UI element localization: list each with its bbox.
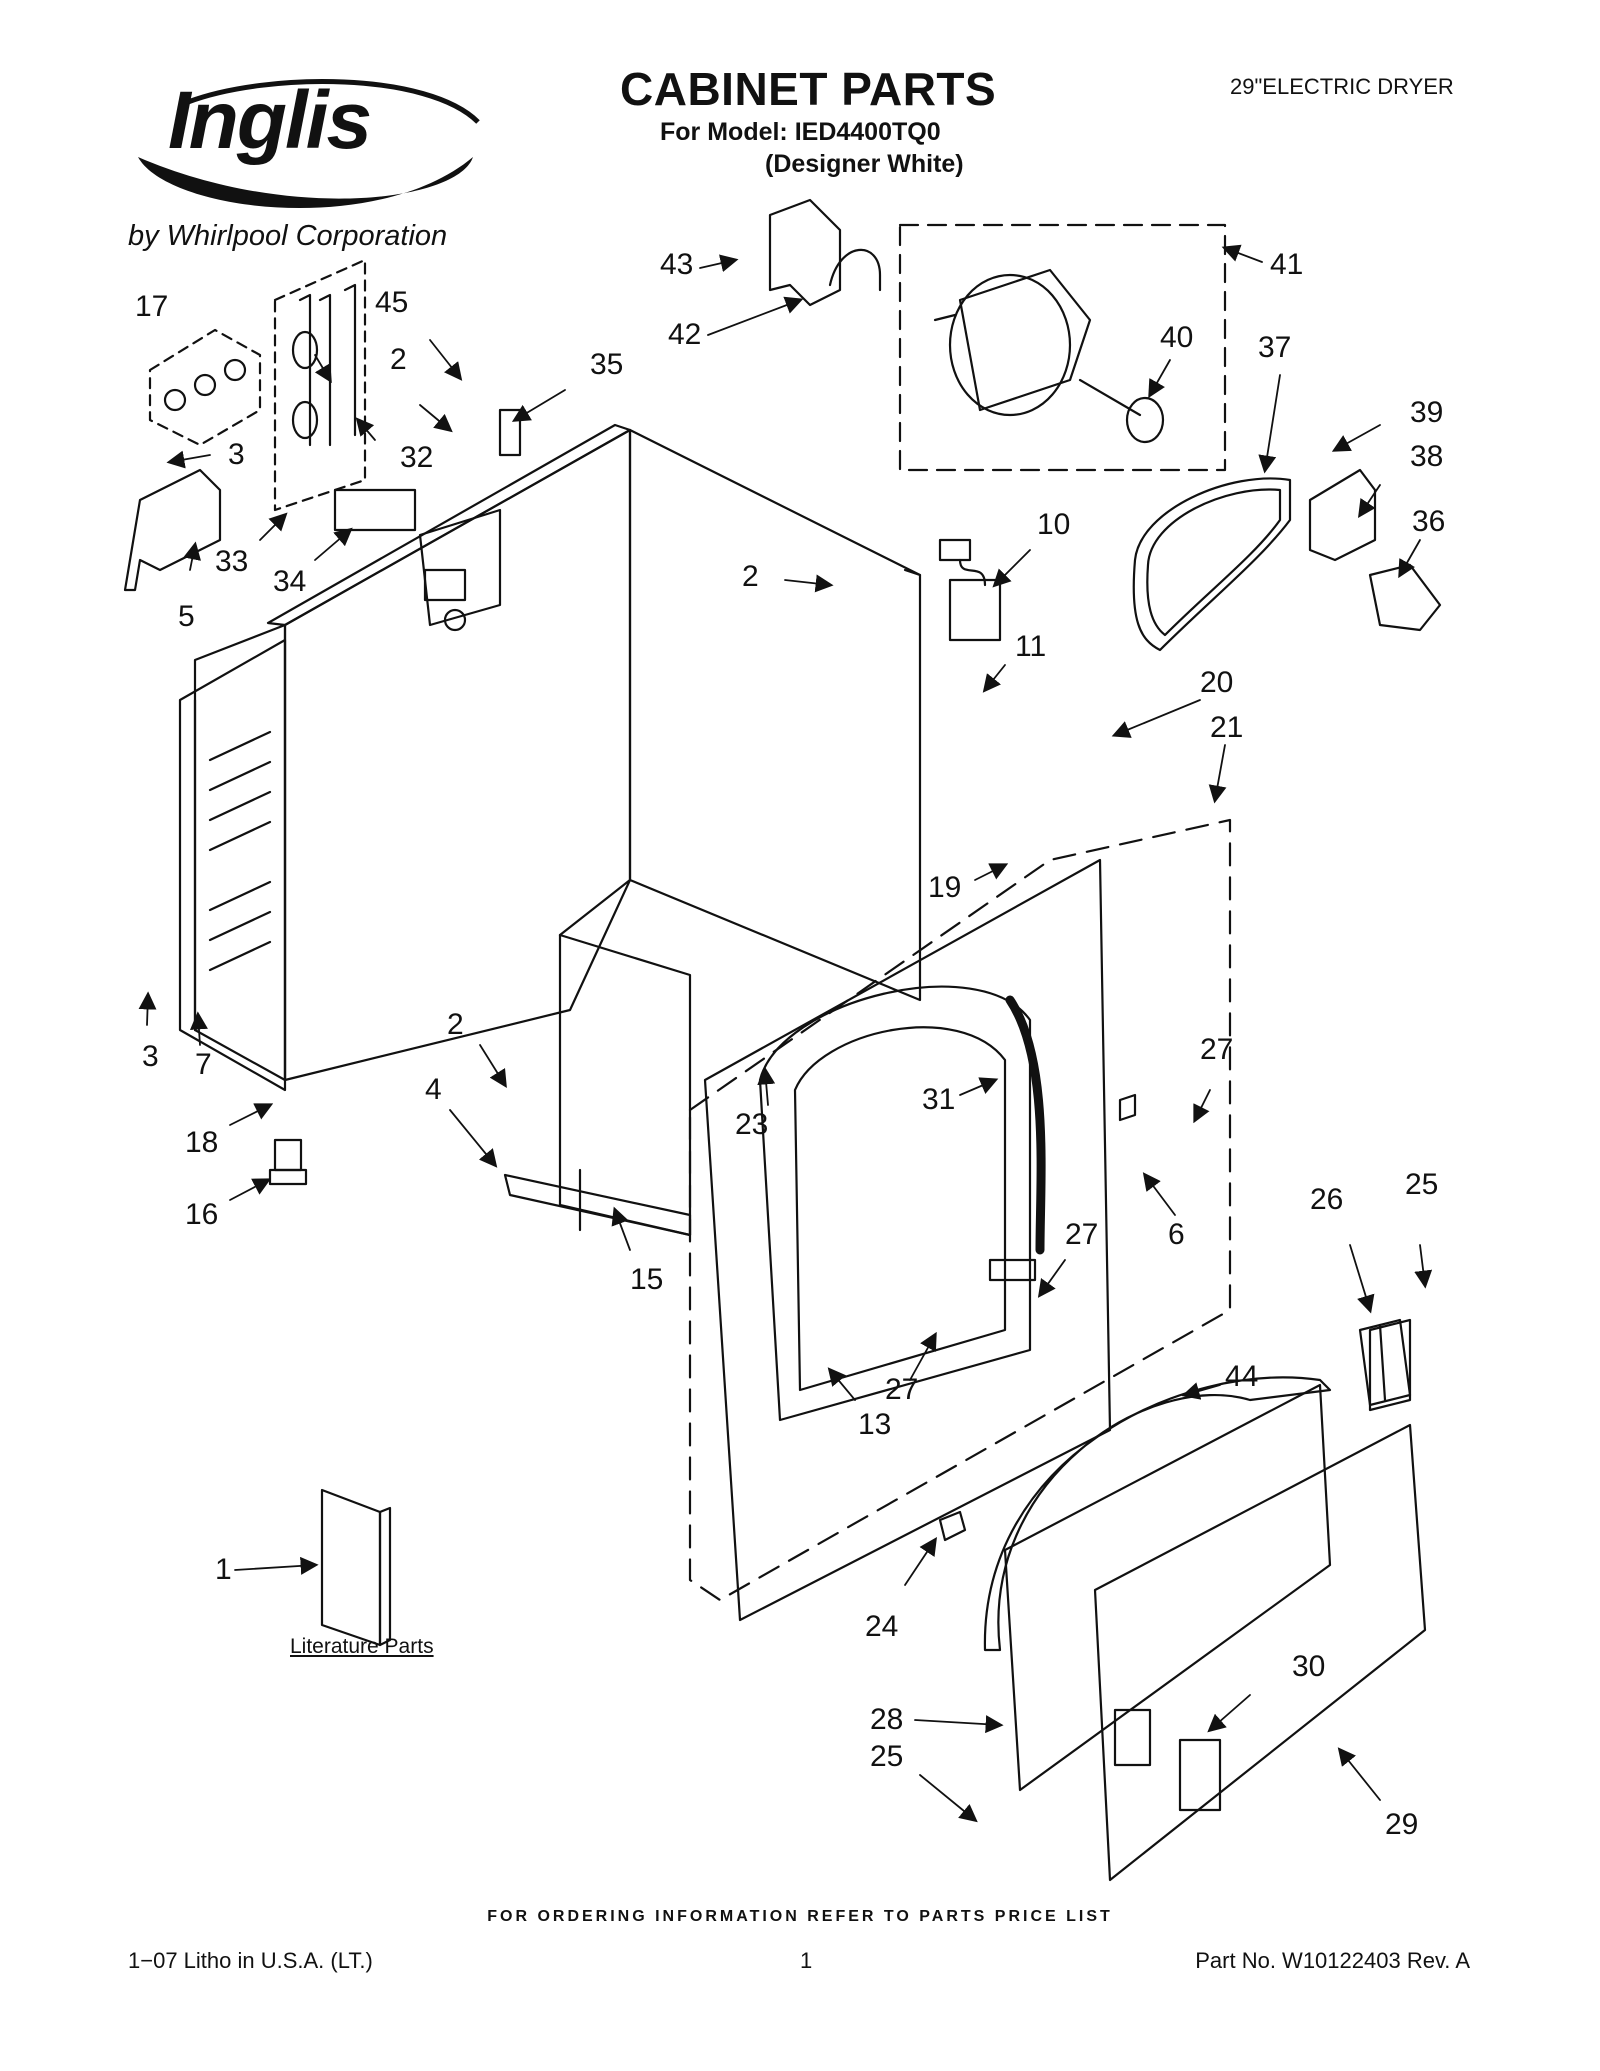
- callout-29: 29: [1385, 1808, 1419, 1841]
- cabinet-side-panel: [178, 638, 287, 1092]
- model-number: For Model: IED4400TQ0: [660, 118, 941, 146]
- product-type: 29"ELECTRIC DRYER: [1230, 74, 1454, 99]
- callout-24: 24: [865, 1610, 899, 1643]
- callout-3-top: 3: [228, 438, 245, 471]
- brand-swoosh-icon: [138, 79, 480, 209]
- drum-belt: [1132, 477, 1292, 652]
- callout-37: 37: [1258, 331, 1292, 364]
- callout-35: 35: [590, 348, 624, 381]
- callout-40: 40: [1160, 321, 1194, 354]
- callout-13: 13: [858, 1408, 892, 1441]
- callout-19: 19: [928, 871, 962, 904]
- callout-18: 18: [185, 1126, 219, 1159]
- callout-6: 6: [1168, 1218, 1185, 1251]
- callout-11: 11: [1015, 630, 1047, 663]
- callout-2-top-left: 2: [390, 343, 407, 376]
- front-panel-assembly: [688, 818, 1232, 1622]
- callout-4: 4: [425, 1073, 442, 1106]
- callout-44: 44: [1225, 1360, 1259, 1393]
- brand-logo: Inglis: [128, 62, 488, 232]
- callout-43: 43: [660, 248, 694, 281]
- callout-42: 42: [668, 318, 702, 351]
- callout-3-bottom: 3: [142, 1040, 159, 1073]
- page-title: CABINET PARTS: [620, 63, 997, 115]
- callout-33: 33: [215, 545, 249, 578]
- top-bracket-parts: [418, 408, 522, 632]
- page-number: 1: [800, 1948, 813, 1973]
- door-switch: [938, 538, 1002, 642]
- callout-25-upper: 25: [1405, 1168, 1439, 1201]
- callout-30: 30: [1292, 1650, 1326, 1683]
- callout-28: 28: [870, 1703, 904, 1736]
- callout-leader-lines: [138, 244, 1433, 1823]
- callout-27-lower: 27: [885, 1373, 919, 1406]
- callout-16: 16: [185, 1198, 219, 1231]
- callout-36: 36: [1412, 505, 1446, 538]
- callout-25-lower: 25: [870, 1740, 904, 1773]
- callout-27-upper: 27: [1200, 1033, 1234, 1066]
- callout-15: 15: [630, 1263, 664, 1296]
- callout-10: 10: [1037, 508, 1071, 541]
- footer-part-number: Part No. W10122403 Rev. A: [1195, 1948, 1470, 1973]
- leveling-leg: [268, 1138, 308, 1186]
- callout-45: 45: [375, 286, 409, 319]
- callout-7: 7: [195, 1048, 212, 1081]
- callout-21: 21: [1210, 711, 1244, 744]
- brand-wordmark: Inglis: [168, 75, 372, 166]
- ordering-note: FOR ORDERING INFORMATION REFER TO PARTS …: [487, 1908, 1113, 1925]
- callout-31: 31: [922, 1083, 956, 1116]
- callout-2-middle: 2: [742, 560, 759, 593]
- callout-41: 41: [1270, 248, 1304, 281]
- model-color: (Designer White): [765, 150, 964, 178]
- motor-assembly: [898, 223, 1227, 472]
- callout-26: 26: [1310, 1183, 1344, 1216]
- callout-39: 39: [1410, 396, 1444, 429]
- footer-litho: 1−07 Litho in U.S.A. (LT.): [128, 1948, 373, 1973]
- callout-34: 34: [273, 565, 307, 598]
- door-panels: [938, 1318, 1427, 1882]
- callout-5: 5: [178, 600, 195, 633]
- literature-parts-label: Literature Parts: [290, 1635, 434, 1658]
- callout-38: 38: [1410, 440, 1444, 473]
- door-hinge: [1358, 1318, 1412, 1407]
- motor-clips: [768, 198, 882, 307]
- callout-23: 23: [735, 1108, 769, 1141]
- callout-27-middle: 27: [1065, 1218, 1099, 1251]
- terminal-block-kit: [123, 258, 417, 592]
- callout-32: 32: [400, 441, 434, 474]
- callout-17: 17: [135, 290, 169, 323]
- brand-byline: by Whirlpool Corporation: [128, 220, 448, 252]
- callout-2-bottom: 2: [447, 1008, 464, 1041]
- callout-1: 1: [215, 1553, 232, 1586]
- literature-booklet: [320, 1488, 392, 1647]
- cabinet-rear-panel: [193, 423, 922, 1237]
- callout-20: 20: [1200, 666, 1234, 699]
